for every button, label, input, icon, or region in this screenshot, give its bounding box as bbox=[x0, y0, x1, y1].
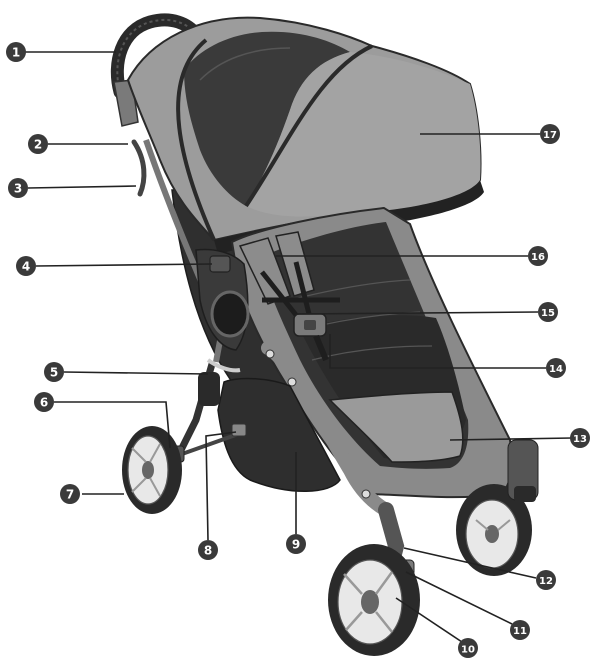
callout-6: 6 bbox=[34, 392, 54, 412]
callout-label: 1 bbox=[12, 46, 20, 60]
callout-label: 14 bbox=[549, 364, 563, 375]
callout-17: 17 bbox=[540, 124, 560, 144]
callout-label: 9 bbox=[292, 538, 300, 552]
callout-13: 13 bbox=[570, 428, 590, 448]
callout-11: 11 bbox=[510, 620, 530, 640]
callout-9: 9 bbox=[286, 534, 306, 554]
callout-8: 8 bbox=[198, 540, 218, 560]
callout-15: 15 bbox=[538, 302, 558, 322]
callout-label: 13 bbox=[573, 434, 587, 445]
rear-wheel bbox=[122, 426, 182, 514]
leader-3 bbox=[28, 186, 136, 188]
callout-label: 12 bbox=[539, 576, 553, 587]
callout-7: 7 bbox=[60, 484, 80, 504]
callout-3: 3 bbox=[8, 178, 28, 198]
callout-label: 10 bbox=[461, 645, 475, 656]
callout-label: 16 bbox=[531, 252, 545, 263]
side-mesh-window bbox=[212, 292, 248, 336]
callout-16: 16 bbox=[528, 246, 548, 266]
callout-label: 4 bbox=[22, 260, 30, 274]
fold-joint bbox=[198, 372, 220, 406]
canopy-hinge bbox=[210, 256, 230, 272]
callout-label: 3 bbox=[14, 182, 22, 196]
callout-label: 17 bbox=[543, 130, 557, 141]
callout-12: 12 bbox=[536, 570, 556, 590]
stroller-illustration bbox=[114, 18, 538, 656]
leader-5 bbox=[64, 372, 208, 374]
callout-10: 10 bbox=[458, 638, 478, 658]
callout-5: 5 bbox=[44, 362, 64, 382]
callout-label: 5 bbox=[50, 366, 58, 380]
front-wheel bbox=[328, 544, 420, 656]
callout-label: 11 bbox=[513, 626, 527, 637]
callout-label: 8 bbox=[204, 544, 212, 558]
callout-2: 2 bbox=[28, 134, 48, 154]
callout-label: 15 bbox=[541, 308, 555, 319]
callout-label: 2 bbox=[34, 138, 42, 152]
callout-label: 7 bbox=[66, 488, 74, 502]
callout-1: 1 bbox=[6, 42, 26, 62]
callout-14: 14 bbox=[546, 358, 566, 378]
callout-label: 6 bbox=[40, 396, 48, 410]
callout-4: 4 bbox=[16, 256, 36, 276]
